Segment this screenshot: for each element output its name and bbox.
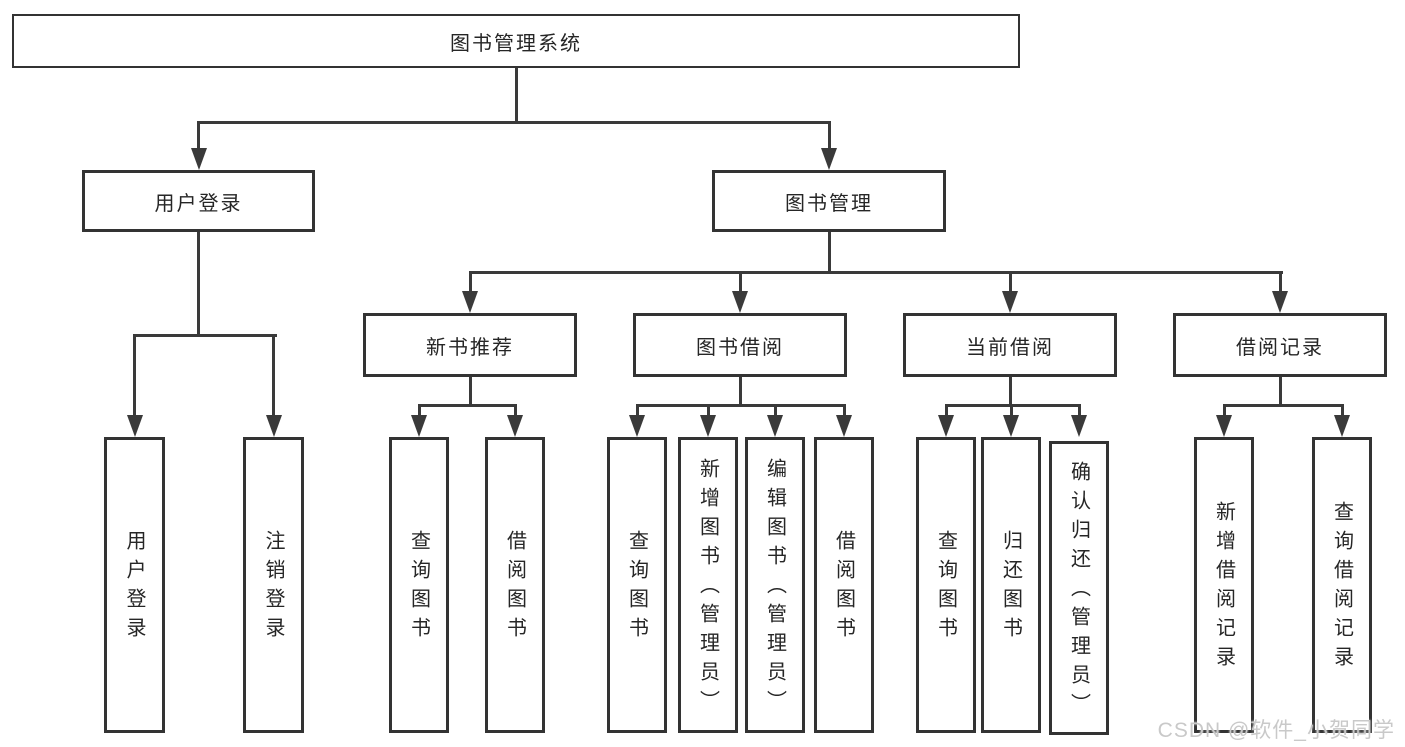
arrow-down-icon	[767, 415, 783, 437]
leaf-recommend-borrow-books: 借阅图书	[485, 437, 545, 733]
node-book-management: 图书管理	[712, 170, 946, 232]
connector-line	[1008, 271, 1012, 293]
node-label: 查询借阅记录	[1330, 501, 1353, 675]
arrow-down-icon	[629, 415, 645, 437]
leaf-return-books: 归还图书	[981, 437, 1041, 733]
connector-line	[842, 404, 846, 417]
connector-line	[468, 377, 472, 407]
arrow-down-icon	[411, 415, 427, 437]
connector-line	[1278, 271, 1282, 293]
connector-line	[1278, 377, 1282, 407]
connector-line	[635, 404, 639, 417]
node-label: 新增借阅记录	[1212, 501, 1235, 675]
arrow-down-icon	[836, 415, 852, 437]
connector-line	[417, 404, 517, 407]
arrow-down-icon	[265, 415, 282, 437]
leaf-query-borrow-record: 查询借阅记录	[1312, 437, 1372, 733]
arrow-down-icon	[507, 415, 523, 437]
arrow-down-icon	[462, 291, 478, 313]
connector-line	[272, 334, 275, 417]
connector-line	[133, 334, 136, 417]
node-label: 查询图书	[934, 530, 957, 646]
connector-line	[1340, 404, 1344, 417]
node-borrow-records: 借阅记录	[1173, 313, 1387, 377]
node-label: 图书管理系统	[450, 32, 582, 55]
node-label: 图书管理	[785, 192, 873, 215]
leaf-recommend-query-books: 查询图书	[389, 437, 449, 733]
node-label: 用户登录	[123, 530, 145, 646]
node-label: 借阅记录	[1236, 336, 1324, 359]
arrow-down-icon	[1334, 415, 1350, 437]
leaf-add-borrow-record: 新增借阅记录	[1194, 437, 1254, 733]
connector-line	[197, 121, 831, 124]
connector-line	[827, 232, 831, 274]
node-label: 图书借阅	[696, 336, 784, 359]
connector-line	[706, 404, 710, 417]
arrow-down-icon	[820, 148, 837, 170]
arrow-down-icon	[1003, 415, 1019, 437]
connector-line	[1009, 404, 1013, 417]
node-label: 归还图书	[999, 530, 1022, 646]
arrow-down-icon	[126, 415, 143, 437]
csdn-watermark: CSDN @软件_小贺同学	[1157, 719, 1395, 742]
connector-line	[514, 68, 518, 124]
node-label: 新书推荐	[426, 336, 514, 359]
connector-line	[944, 404, 948, 417]
connector-line	[468, 271, 1283, 274]
arrow-down-icon	[700, 415, 716, 437]
leaf-borrow-query-books: 查询图书	[607, 437, 667, 733]
connector-line	[1222, 404, 1226, 417]
connector-line	[944, 404, 1081, 407]
node-label: 当前借阅	[966, 336, 1054, 359]
connector-line	[468, 271, 472, 293]
node-label: 查询图书	[407, 530, 430, 646]
connector-line	[827, 121, 831, 150]
node-label: 确认归还（管理员）	[1067, 460, 1090, 722]
connector-line	[1008, 377, 1012, 407]
node-label: 借阅图书	[503, 530, 526, 646]
connector-line	[513, 404, 517, 417]
leaf-borrow-books: 借阅图书	[814, 437, 874, 733]
node-label: 编辑图书（管理员）	[763, 457, 786, 719]
node-new-book-recommend: 新书推荐	[363, 313, 577, 377]
connector-line	[417, 404, 421, 417]
connector-line	[133, 334, 277, 337]
leaf-confirm-return-admin: 确认归还（管理员）	[1049, 441, 1109, 735]
leaf-user-login: 用户登录	[104, 437, 165, 733]
connector-line	[738, 271, 742, 293]
connector-line	[773, 404, 777, 417]
connector-line	[635, 404, 846, 407]
node-label: 用户登录	[154, 192, 243, 215]
arrow-down-icon	[190, 148, 207, 170]
leaf-logout: 注销登录	[243, 437, 304, 733]
connector-line	[197, 121, 200, 150]
leaf-edit-books-admin: 编辑图书（管理员）	[745, 437, 805, 733]
leaf-current-query-books: 查询图书	[916, 437, 976, 733]
arrow-down-icon	[1002, 291, 1018, 313]
arrow-down-icon	[938, 415, 954, 437]
node-label: 注销登录	[262, 530, 284, 646]
arrow-down-icon	[732, 291, 748, 313]
connector-line	[197, 232, 200, 336]
node-user-login: 用户登录	[82, 170, 315, 232]
connector-line	[1222, 404, 1344, 407]
arrow-down-icon	[1071, 415, 1087, 437]
arrow-down-icon	[1272, 291, 1288, 313]
leaf-add-books-admin: 新增图书（管理员）	[678, 437, 738, 733]
node-book-borrow: 图书借阅	[633, 313, 847, 377]
node-current-borrow: 当前借阅	[903, 313, 1117, 377]
connector-line	[738, 377, 742, 407]
node-label: 借阅图书	[832, 530, 855, 646]
connector-line	[1077, 404, 1081, 417]
node-label: 新增图书（管理员）	[696, 457, 719, 719]
node-label: 查询图书	[625, 530, 648, 646]
node-root-library-system: 图书管理系统	[12, 14, 1020, 68]
arrow-down-icon	[1216, 415, 1232, 437]
